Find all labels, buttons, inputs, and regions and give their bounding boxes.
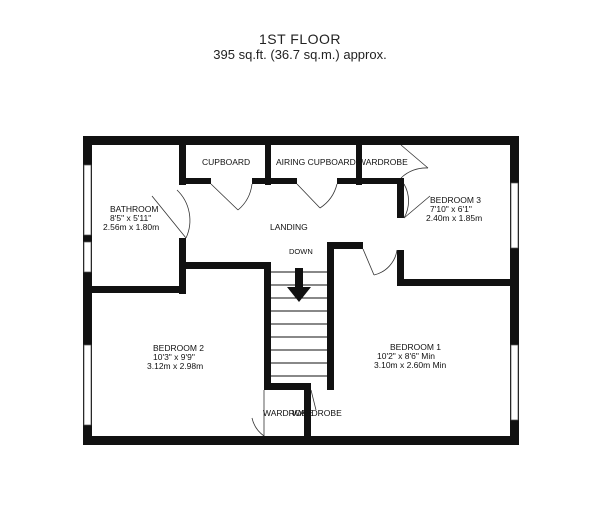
bedroom3-name: BEDROOM 3 xyxy=(430,195,481,205)
bedroom2-dim-metric: 3.12m x 2.98m xyxy=(147,361,203,371)
bedroom2-name: BEDROOM 2 xyxy=(153,343,204,353)
stairs-down-arrow-icon xyxy=(287,268,311,302)
window-bathroom-upper xyxy=(83,164,92,236)
cupboard-name: CUPBOARD xyxy=(202,157,250,167)
floor-title: 1ST FLOOR xyxy=(258,31,342,47)
bathroom-name: BATHROOM xyxy=(110,204,158,214)
wardrobe-top-name: WARDROBE xyxy=(358,157,408,167)
windows xyxy=(83,164,519,426)
bedroom2-dim-imperial: 10'3" x 9'9" xyxy=(153,352,195,362)
wardrobe-right-name: WARDROBE xyxy=(292,408,342,418)
bedroom1-dim-metric: 3.10m x 2.60m Min xyxy=(374,360,447,370)
bedroom3-dim-imperial: 7'10" x 6'1" xyxy=(430,204,472,214)
stairs-down-label: DOWN xyxy=(289,247,313,256)
bedroom3-dim-metric: 2.40m x 1.85m xyxy=(426,213,482,223)
bathroom-dim-imperial: 8'5" x 5'11" xyxy=(110,213,151,223)
bedroom1-dim-imperial: 10'2" x 8'6" Min xyxy=(377,351,435,361)
airing-cupboard-name: AIRING CUPBOARD xyxy=(276,157,356,167)
wardrobe-left-name: WARDROBE xyxy=(263,408,313,418)
outer-walls xyxy=(83,136,519,445)
landing-name: LANDING xyxy=(270,222,308,232)
window-bathroom-lower xyxy=(83,241,92,273)
window-bedroom1 xyxy=(510,344,519,421)
window-bedroom2 xyxy=(83,344,92,426)
bathroom-dim-metric: 2.56m x 1.80m xyxy=(103,222,159,232)
internal-walls xyxy=(92,145,510,436)
doors xyxy=(151,144,431,437)
floor-area: 395 sq.ft. (36.7 sq.m.) approx. xyxy=(213,47,387,62)
window-bedroom3 xyxy=(510,182,519,249)
bedroom1-name: BEDROOM 1 xyxy=(390,342,441,352)
